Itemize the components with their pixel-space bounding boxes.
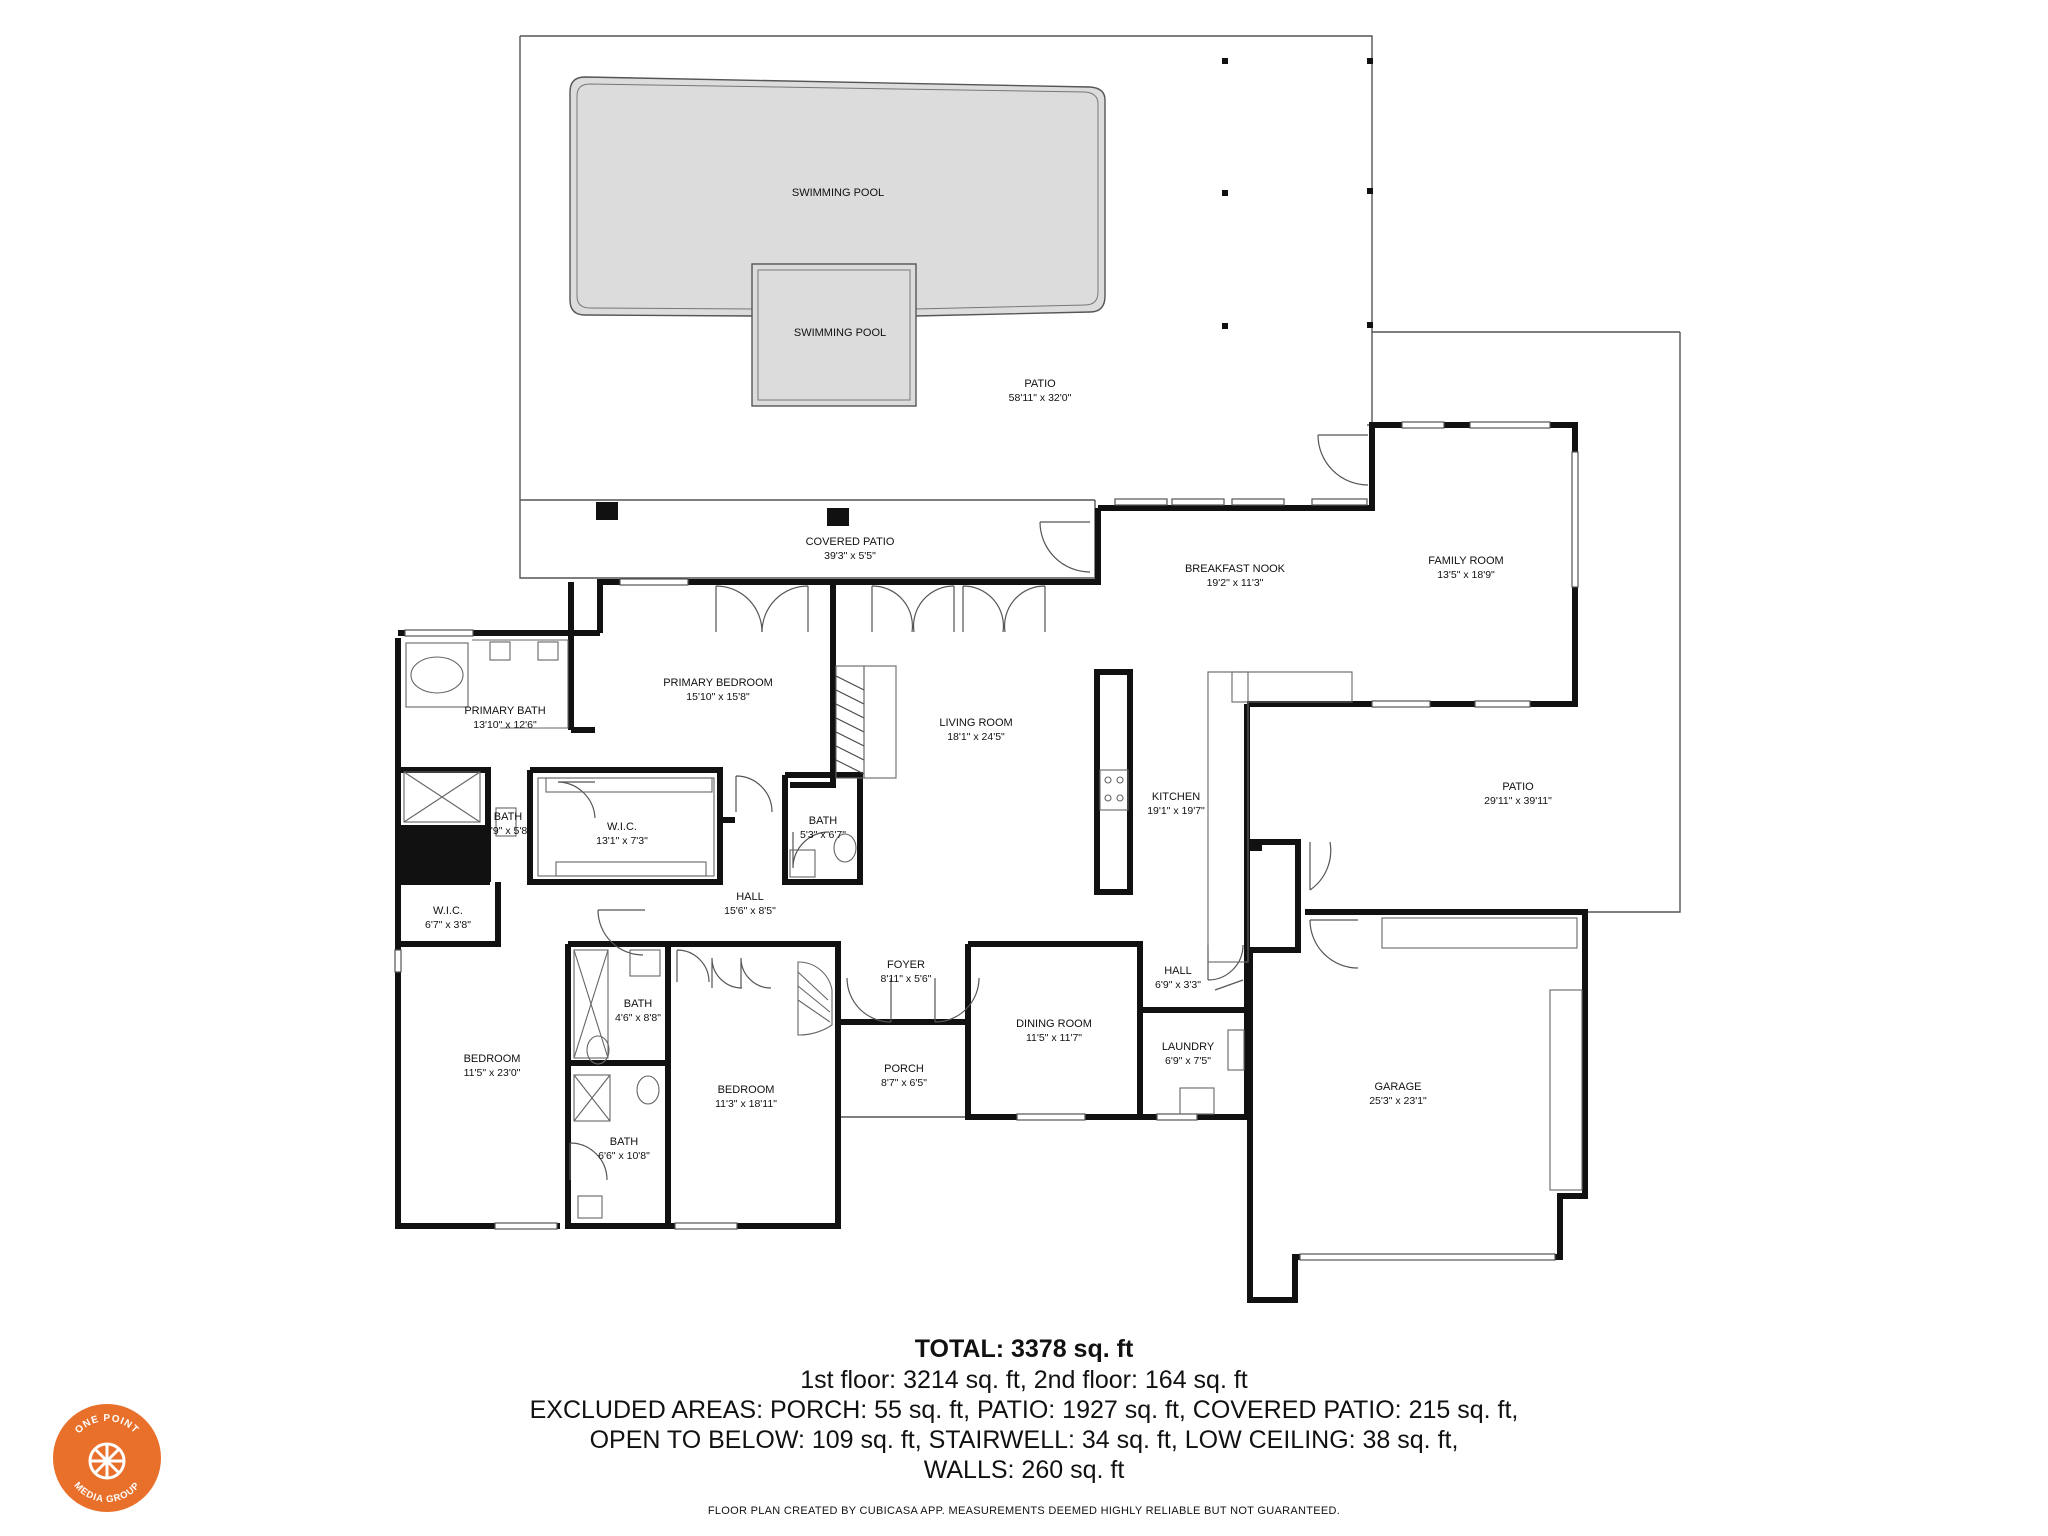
dim-kitchen: 19'1" x 19'7"	[1147, 805, 1205, 817]
fixtures	[403, 639, 1583, 1219]
dim-hall-small: 6'9" x 3'3"	[1155, 979, 1201, 991]
dim-bath-mid: 4'6" x 8'8"	[615, 1012, 661, 1024]
dim-garage: 25'3" x 23'1"	[1369, 1095, 1427, 1107]
swimming-pool	[569, 76, 1106, 407]
label-porch: PORCH	[884, 1063, 924, 1075]
dim-family-room: 13'5" x 18'9"	[1437, 569, 1495, 581]
label-hall-main: HALL	[736, 891, 764, 903]
dim-bath-hall: 5'3" x 6'7"	[800, 829, 846, 841]
label-patio-rear: PATIO	[1024, 378, 1056, 390]
total-area: TOTAL: 3378 sq. ft	[914, 1335, 1134, 1363]
label-primary-bedroom: PRIMARY BEDROOM	[663, 677, 773, 689]
windows	[394, 421, 1579, 1261]
dim-wic-small: 6'7" x 3'8"	[425, 919, 471, 931]
label-foyer: FOYER	[887, 959, 925, 971]
label-hall-small: HALL	[1164, 965, 1192, 977]
disclaimer: FLOOR PLAN CREATED BY CUBICASA APP. MEAS…	[707, 1505, 1341, 1517]
label-patio-side: PATIO	[1502, 781, 1534, 793]
excluded-areas-line-1: EXCLUDED AREAS: PORCH: 55 sq. ft, PATIO:…	[529, 1396, 1519, 1424]
label-bedroom-mid: BEDROOM	[718, 1084, 775, 1096]
room-labels: SWIMMING POOL SWIMMING POOL PATIO 58'11"…	[425, 187, 1552, 1162]
dim-living-room: 18'1" x 24'5"	[947, 731, 1005, 743]
outdoor-outlines	[519, 35, 1681, 1118]
label-bath-mid: BATH	[624, 998, 653, 1010]
dim-porch: 8'7" x 6'5"	[881, 1077, 927, 1089]
dim-bedroom-left: 11'5" x 23'0"	[464, 1067, 521, 1079]
label-covered-patio: COVERED PATIO	[806, 536, 895, 548]
label-swimming-pool-main: SWIMMING POOL	[792, 187, 884, 199]
label-wic-large: W.I.C.	[607, 821, 637, 833]
label-living-room: LIVING ROOM	[939, 717, 1012, 729]
dim-dining-room: 11'5" x 11'7"	[1026, 1032, 1082, 1044]
label-bath-small: BATH	[494, 811, 523, 823]
patio-posts	[596, 58, 1373, 526]
floor-areas: 1st floor: 3214 sq. ft, 2nd floor: 164 s…	[800, 1366, 1248, 1394]
dim-bedroom-mid: 11'3" x 18'11"	[715, 1098, 777, 1110]
dim-foyer: 8'11" x 5'6"	[881, 973, 932, 985]
excluded-areas-line-3: WALLS: 260 sq. ft	[923, 1456, 1125, 1484]
dim-breakfast-nook: 19'2" x 11'3"	[1207, 577, 1264, 589]
label-swimming-pool-spa: SWIMMING POOL	[794, 327, 886, 339]
dim-laundry: 6'9" x 7'5"	[1165, 1055, 1211, 1067]
dim-wic-large: 13'1" x 7'3"	[596, 835, 648, 847]
dim-covered-patio: 39'3" x 5'5"	[824, 550, 876, 562]
label-garage: GARAGE	[1374, 1081, 1421, 1093]
dim-primary-bath: 13'10" x 12'6"	[473, 719, 537, 731]
dim-patio-side: 29'11" x 39'11"	[1484, 795, 1552, 807]
label-bath-lower: BATH	[610, 1136, 639, 1148]
label-primary-bath: PRIMARY BATH	[464, 705, 545, 717]
label-wic-small: W.I.C.	[433, 905, 463, 917]
label-family-room: FAMILY ROOM	[1428, 555, 1503, 567]
label-laundry: LAUNDRY	[1162, 1041, 1215, 1053]
label-dining-room: DINING ROOM	[1016, 1018, 1092, 1030]
dim-patio-rear: 58'11" x 32'0"	[1009, 392, 1072, 404]
dim-hall-main: 15'6" x 8'5"	[724, 905, 776, 917]
label-kitchen: KITCHEN	[1152, 791, 1200, 803]
low-ceiling-block	[398, 825, 490, 885]
label-bedroom-left: BEDROOM	[464, 1053, 521, 1065]
dim-bath-lower: 6'6" x 10'8"	[598, 1150, 650, 1162]
dim-bath-small: 2'9" x 5'8"	[485, 825, 531, 837]
one-point-media-group-logo: ONE POINT MEDIA GROUP	[53, 1404, 161, 1512]
label-bath-hall: BATH	[809, 815, 838, 827]
dim-primary-bedroom: 15'10" x 15'8"	[686, 691, 750, 703]
label-breakfast-nook: BREAKFAST NOOK	[1185, 563, 1286, 575]
excluded-areas-line-2: OPEN TO BELOW: 109 sq. ft, STAIRWELL: 34…	[589, 1426, 1459, 1454]
